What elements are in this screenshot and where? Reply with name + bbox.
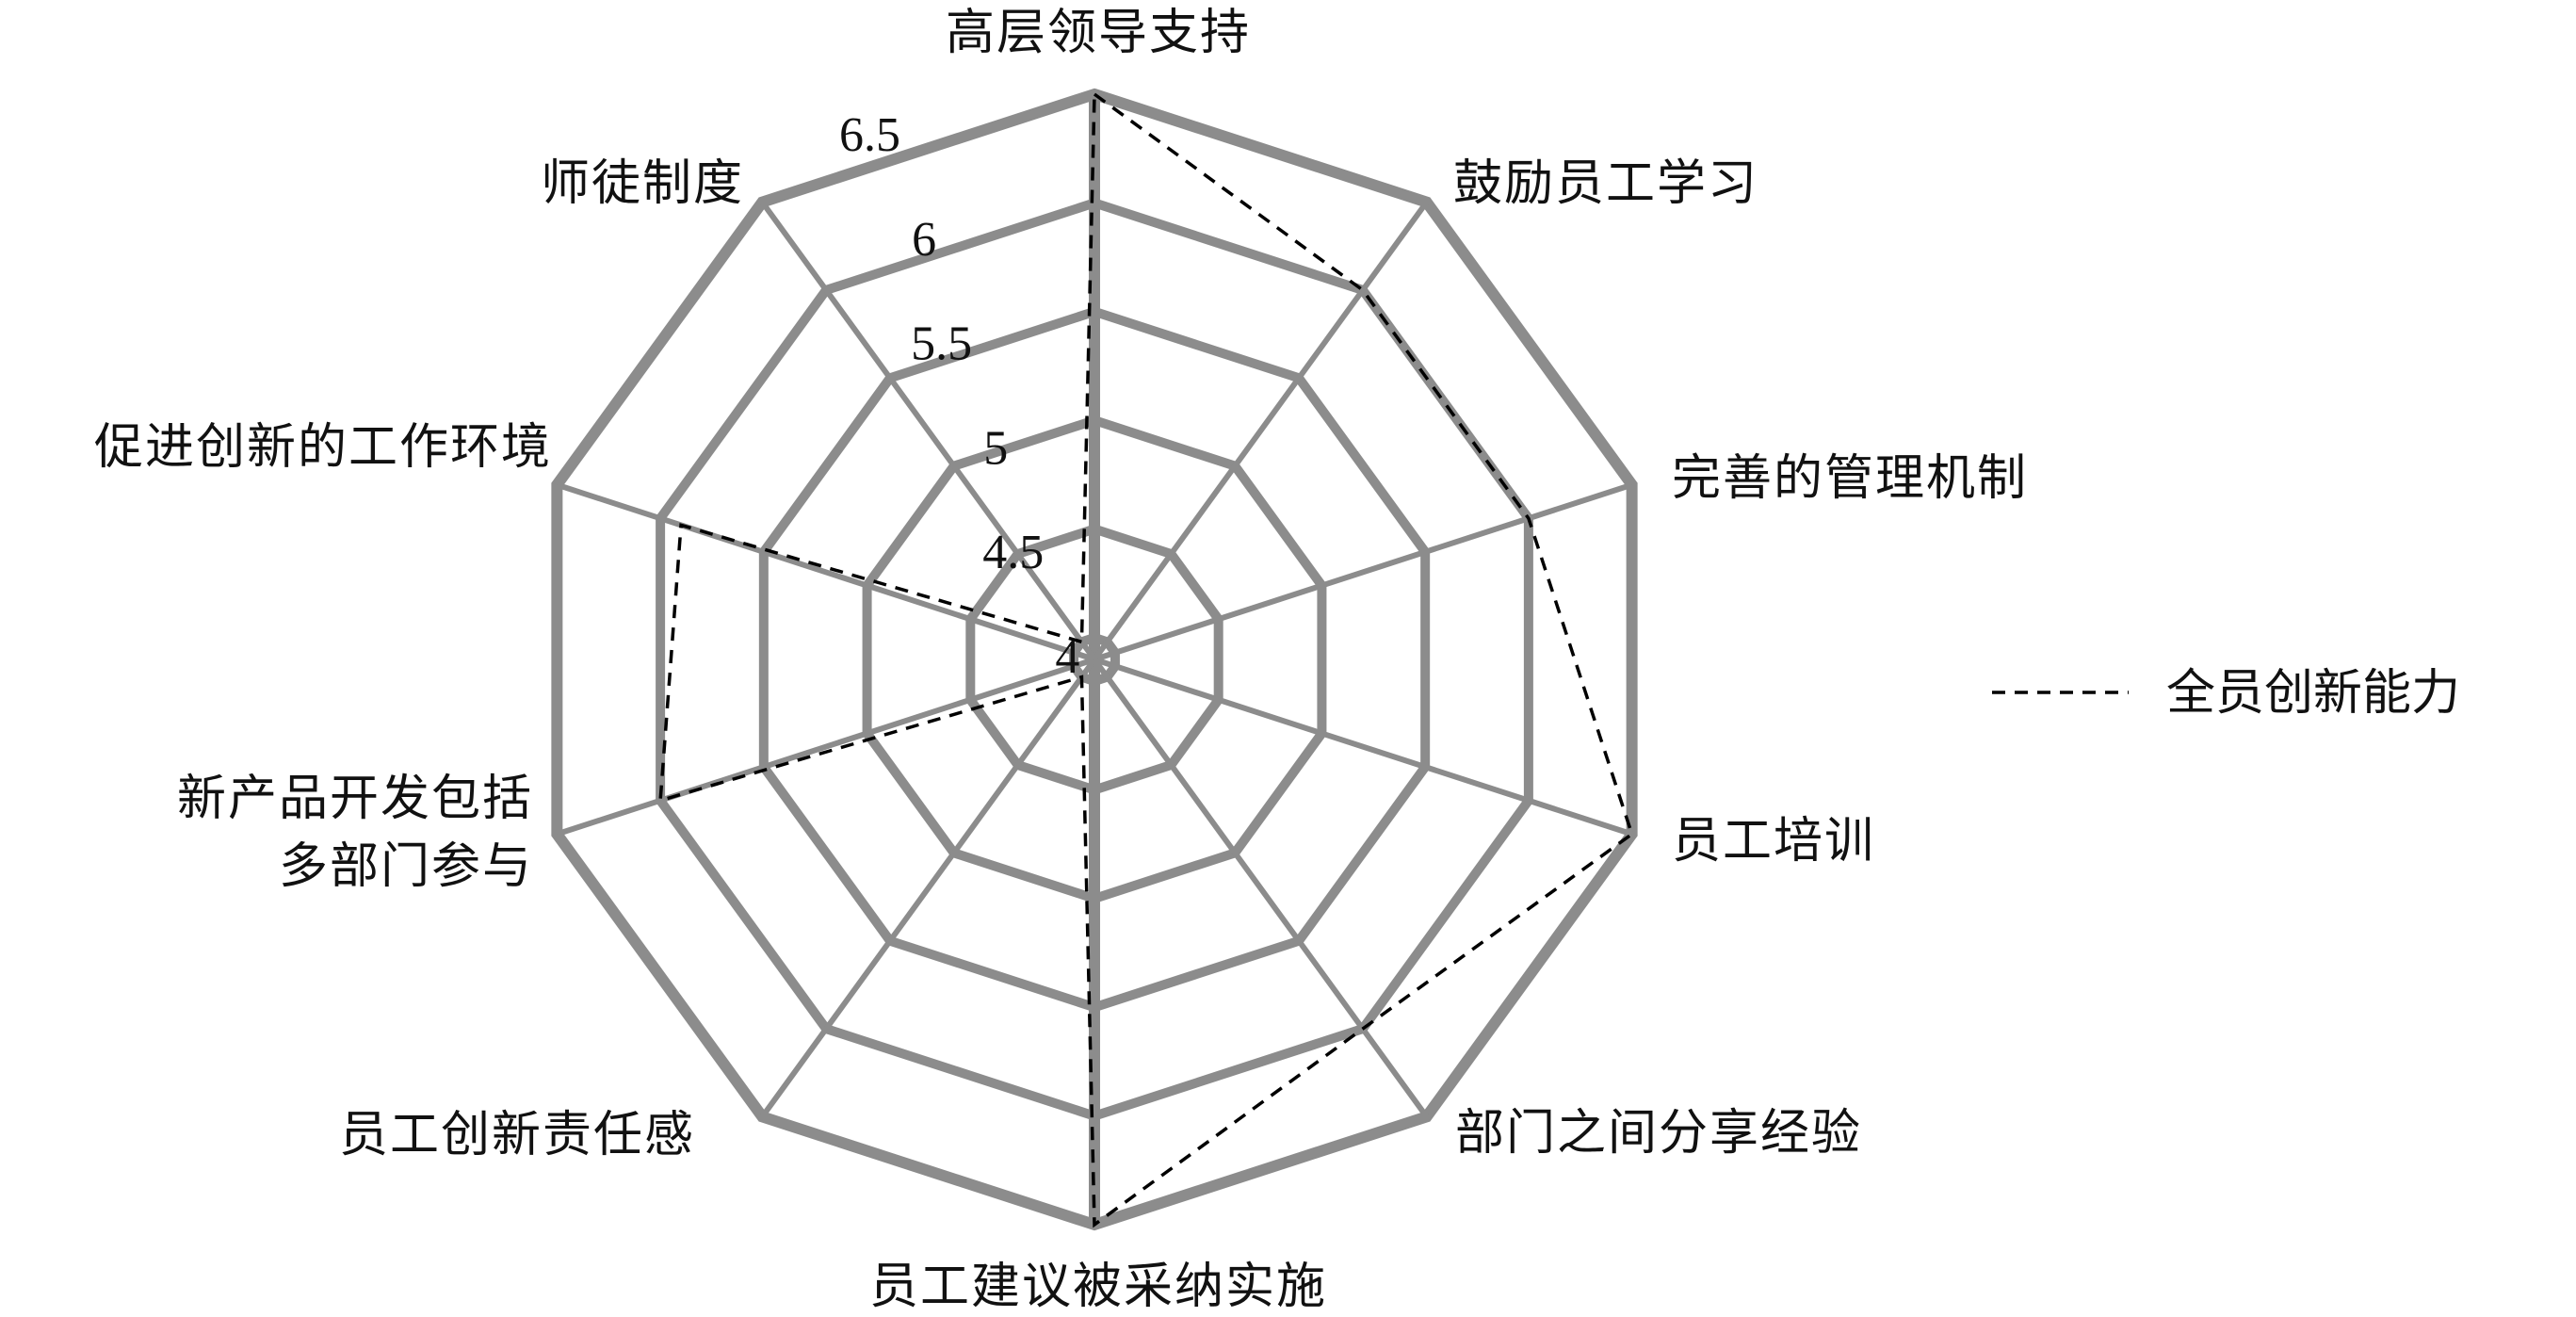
legend: 全员创新能力 [1992, 665, 2460, 722]
legend-label: 全员创新能力 [2166, 665, 2460, 722]
category-label: 多部门参与 [279, 838, 533, 895]
category-label: 员工建议被采纳实施 [869, 1259, 1327, 1315]
radial-tick-label: 6.5 [839, 108, 900, 162]
category-label: 新产品开发包括 [177, 771, 533, 827]
radar-spokes [556, 94, 1633, 1225]
radial-tick-label: 5.5 [911, 317, 972, 371]
axis-spoke [759, 200, 1097, 661]
radial-tick-label: 6 [912, 213, 936, 267]
category-label: 部门之间分享经验 [1455, 1105, 1862, 1162]
category-label: 员工培训 [1672, 813, 1875, 870]
category-label: 完善的管理机制 [1672, 450, 2028, 507]
category-label: 师徒制度 [541, 155, 744, 212]
axis-spoke [1094, 657, 1633, 837]
radial-tick-labels: 44.5 55.5 66.5 [839, 108, 1079, 684]
radar-series [658, 90, 1634, 1228]
radial-tick-label: 4 [1055, 630, 1079, 684]
axis-spoke [1094, 481, 1633, 662]
axis-spoke [1092, 200, 1430, 661]
category-label: 促进创新的工作环境 [94, 419, 552, 476]
axis-spoke [1092, 658, 1430, 1119]
category-label: 高层领导支持 [946, 5, 1251, 61]
axis-spoke [556, 657, 1095, 837]
axis-spoke [759, 658, 1097, 1119]
series-line [658, 90, 1634, 1228]
radial-tick-label: 5 [983, 421, 1008, 475]
category-label: 鼓励员工学习 [1453, 155, 1758, 212]
category-labels: 高层领导支持鼓励员工学习完善的管理机制员工培训部门之间分享经验员工建议被采纳实施… [94, 5, 2028, 1315]
category-label: 员工创新责任感 [339, 1107, 695, 1163]
radial-tick-label: 4.5 [982, 526, 1044, 579]
axis-spoke [556, 481, 1095, 662]
